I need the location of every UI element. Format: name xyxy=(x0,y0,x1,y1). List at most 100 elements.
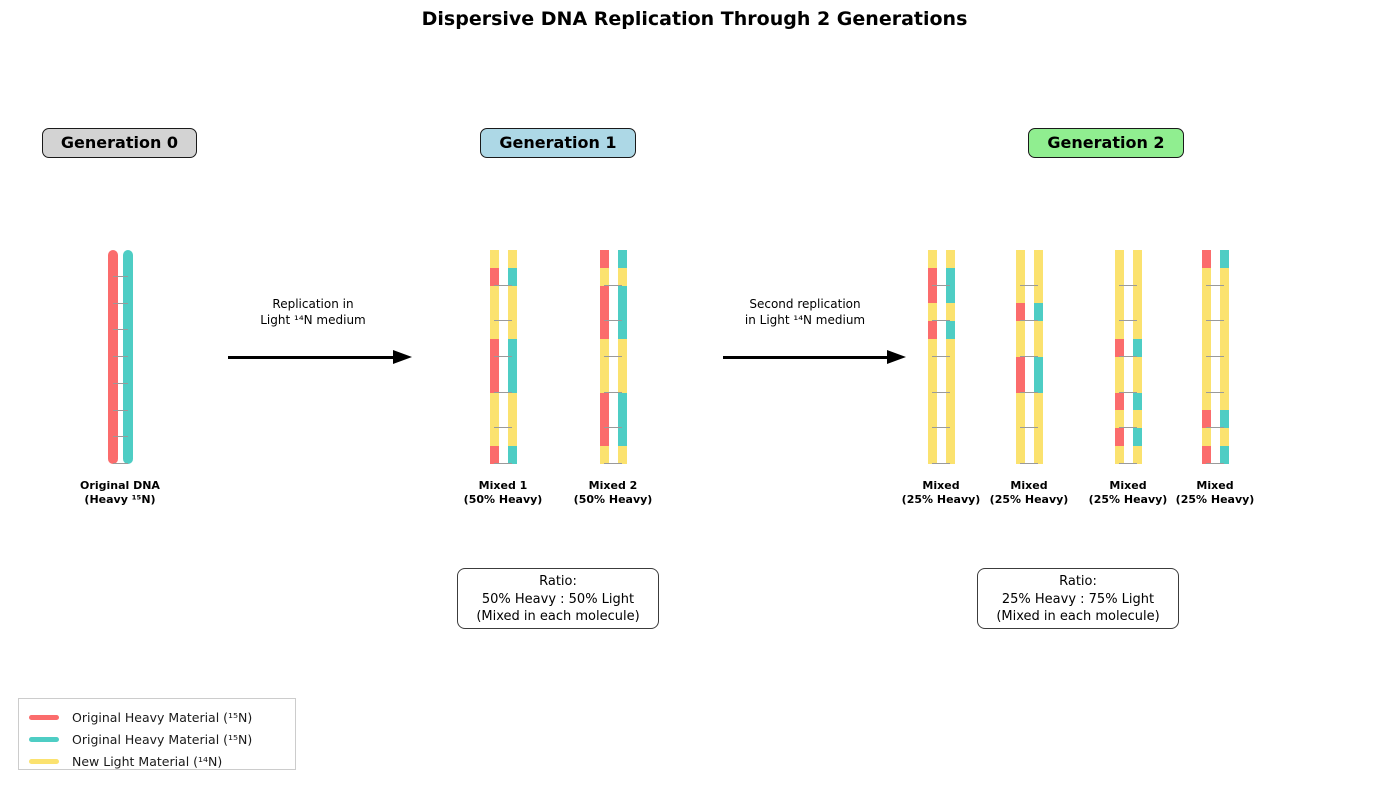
right-strand xyxy=(1033,250,1043,464)
strand-segment-light xyxy=(489,285,499,304)
base-pair-rung xyxy=(112,382,128,384)
strand-segment-heavy xyxy=(507,267,517,286)
strand-segment-light xyxy=(1219,303,1229,322)
strand-segment-light xyxy=(1033,392,1043,411)
strand-segment-heavy xyxy=(945,321,955,340)
base-pair-rung xyxy=(112,356,128,357)
base-pair-rung xyxy=(494,356,512,357)
base-pair-rung xyxy=(1206,391,1224,393)
strand-segment-light xyxy=(507,285,517,304)
base-pair-rung xyxy=(112,409,128,411)
base-pair-rung xyxy=(112,463,128,464)
strand-segment-light xyxy=(617,356,627,375)
strand-segment-light xyxy=(1201,321,1211,340)
strand-segment-heavy xyxy=(122,446,133,464)
strand-segment-heavy xyxy=(599,303,609,322)
strand-segment-light xyxy=(1033,339,1043,357)
base-pair-rung xyxy=(1119,463,1137,464)
base-pair-rung xyxy=(932,284,950,286)
strand-segment-light xyxy=(927,446,937,464)
strand-segment-heavy xyxy=(122,356,133,375)
strand-segment-heavy xyxy=(1033,303,1043,322)
strand-segment-heavy xyxy=(945,285,955,304)
strand-segment-heavy xyxy=(489,374,499,393)
strand-segment-light xyxy=(617,267,627,286)
strand-segment-light xyxy=(1219,285,1229,304)
base-pair-rung xyxy=(604,320,622,322)
strand-segment-heavy xyxy=(1219,250,1229,268)
strand-segment-heavy xyxy=(599,428,609,447)
strand-segment-light xyxy=(489,321,499,340)
strand-segment-light xyxy=(489,303,499,322)
strand-segment-light xyxy=(1201,339,1211,357)
base-pair-rung xyxy=(1119,284,1137,286)
strand-segment-light xyxy=(1219,374,1229,393)
legend-item-label: Original Heavy Material (¹⁵N) xyxy=(72,709,253,725)
right-strand xyxy=(122,250,133,464)
base-pair-rung xyxy=(932,427,950,429)
right-strand xyxy=(507,250,517,464)
base-pair-rung xyxy=(932,320,950,322)
strand-segment-heavy xyxy=(927,321,937,340)
strand-segment-heavy xyxy=(507,339,517,357)
strand-segment-light xyxy=(1114,285,1124,304)
dna-molecule-original xyxy=(107,250,133,464)
gen2-ratio-box: Ratio: 25% Heavy : 75% Light (Mixed in e… xyxy=(977,568,1179,629)
strand-segment-light xyxy=(927,356,937,375)
strand-segment-light xyxy=(1132,303,1142,322)
strand-segment-light xyxy=(927,303,937,322)
strand-segment-light xyxy=(1114,410,1124,429)
strand-segment-heavy xyxy=(1114,339,1124,357)
strand-segment-heavy xyxy=(122,321,133,340)
left-strand xyxy=(489,250,499,464)
arrow-1-caption: Replication in Light ¹⁴N medium xyxy=(213,297,413,328)
strand-segment-light xyxy=(1015,321,1025,340)
strand-segment-heavy xyxy=(107,339,118,357)
strand-segment-heavy xyxy=(489,267,499,286)
strand-segment-heavy xyxy=(122,428,133,447)
strand-segment-light xyxy=(1033,321,1043,340)
strand-segment-heavy xyxy=(617,303,627,322)
strand-segment-light xyxy=(945,303,955,322)
dna-molecule-gen1-mixed-1 xyxy=(489,250,517,464)
strand-segment-heavy xyxy=(107,392,118,411)
strand-segment-heavy xyxy=(1015,303,1025,322)
strand-segment-heavy xyxy=(617,321,627,340)
base-pair-rung xyxy=(494,320,512,322)
molecule-label-gen2-mixed-3: Mixed(25% Heavy) xyxy=(1088,479,1168,506)
base-pair-rung xyxy=(494,463,512,464)
strand-segment-heavy xyxy=(507,356,517,375)
strand-segment-heavy xyxy=(122,410,133,429)
strand-segment-light xyxy=(1015,446,1025,464)
strand-segment-heavy xyxy=(599,392,609,411)
dna-molecule-gen2-mixed-1 xyxy=(927,250,955,464)
strand-segment-light xyxy=(945,392,955,411)
strand-segment-heavy xyxy=(1015,356,1025,375)
strand-segment-light xyxy=(507,428,517,447)
strand-segment-light xyxy=(507,321,517,340)
strand-segment-light xyxy=(1114,356,1124,375)
right-strand xyxy=(617,250,627,464)
gen1-ratio-line1: Ratio: xyxy=(539,574,577,589)
arrow-2-head-icon xyxy=(887,350,906,364)
strand-segment-heavy xyxy=(1219,446,1229,464)
strand-segment-light xyxy=(617,446,627,464)
strand-segment-light xyxy=(1132,410,1142,429)
strand-segment-light xyxy=(1033,267,1043,286)
strand-segment-light xyxy=(1015,250,1025,268)
generation-2-label: Generation 2 xyxy=(1028,128,1184,158)
strand-segment-light xyxy=(927,250,937,268)
molecule-label-gen1-mixed-2: Mixed 2(50% Heavy) xyxy=(573,479,653,506)
strand-segment-light xyxy=(617,339,627,357)
strand-segment-light xyxy=(1219,339,1229,357)
strand-segment-heavy xyxy=(1132,428,1142,447)
base-pair-rung xyxy=(604,463,622,464)
base-pair-rung xyxy=(1119,320,1137,322)
right-strand xyxy=(945,250,955,464)
strand-segment-heavy xyxy=(1201,410,1211,429)
strand-segment-light xyxy=(927,339,937,357)
strand-segment-light xyxy=(1114,250,1124,268)
gen1-ratio-line2: 50% Heavy : 50% Light xyxy=(481,591,635,607)
strand-segment-light xyxy=(945,250,955,268)
strand-segment-heavy xyxy=(1132,339,1142,357)
